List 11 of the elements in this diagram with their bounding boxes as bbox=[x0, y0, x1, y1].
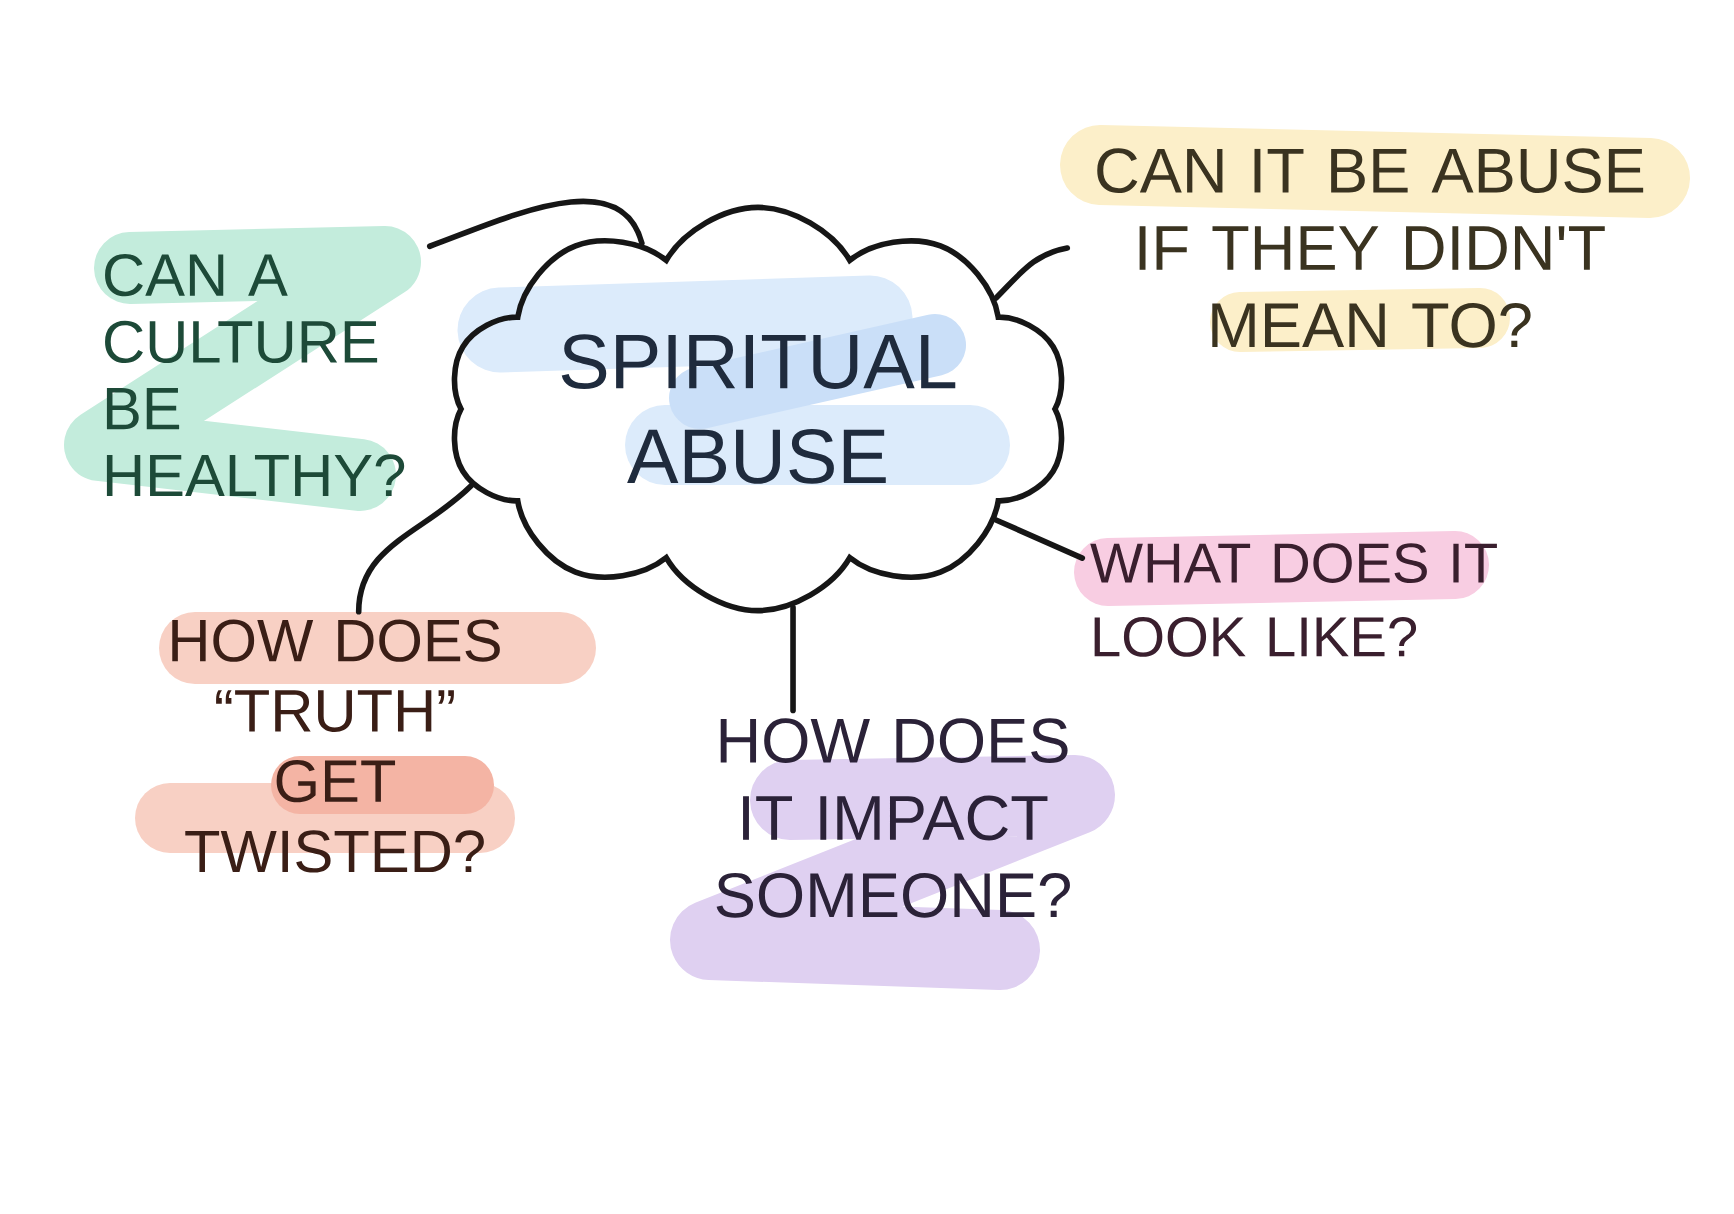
connector-line bbox=[790, 604, 796, 714]
connector-line bbox=[355, 483, 474, 615]
connector-line bbox=[993, 517, 1086, 561]
highlighted-text: CAN A CULTURE BE HEALTHY? bbox=[64, 226, 421, 511]
highlighted-text: WHAT DOES IT LOOK LIKE? bbox=[1074, 531, 1497, 657]
highlighted-text: HOW DOES IT IMPACT SOMEONE? bbox=[670, 718, 1115, 990]
connector-line bbox=[426, 198, 645, 250]
highlighted-text: CAN IT BE ABUSE IF THEY DIDN'T MEAN TO? bbox=[1060, 125, 1690, 352]
connector-line bbox=[993, 245, 1071, 301]
highlighted-text: HOW DOES “TRUTH” GET TWISTED? bbox=[135, 612, 596, 873]
cloud-bubble: SPIRITUAL ABUSE bbox=[451, 204, 1065, 614]
